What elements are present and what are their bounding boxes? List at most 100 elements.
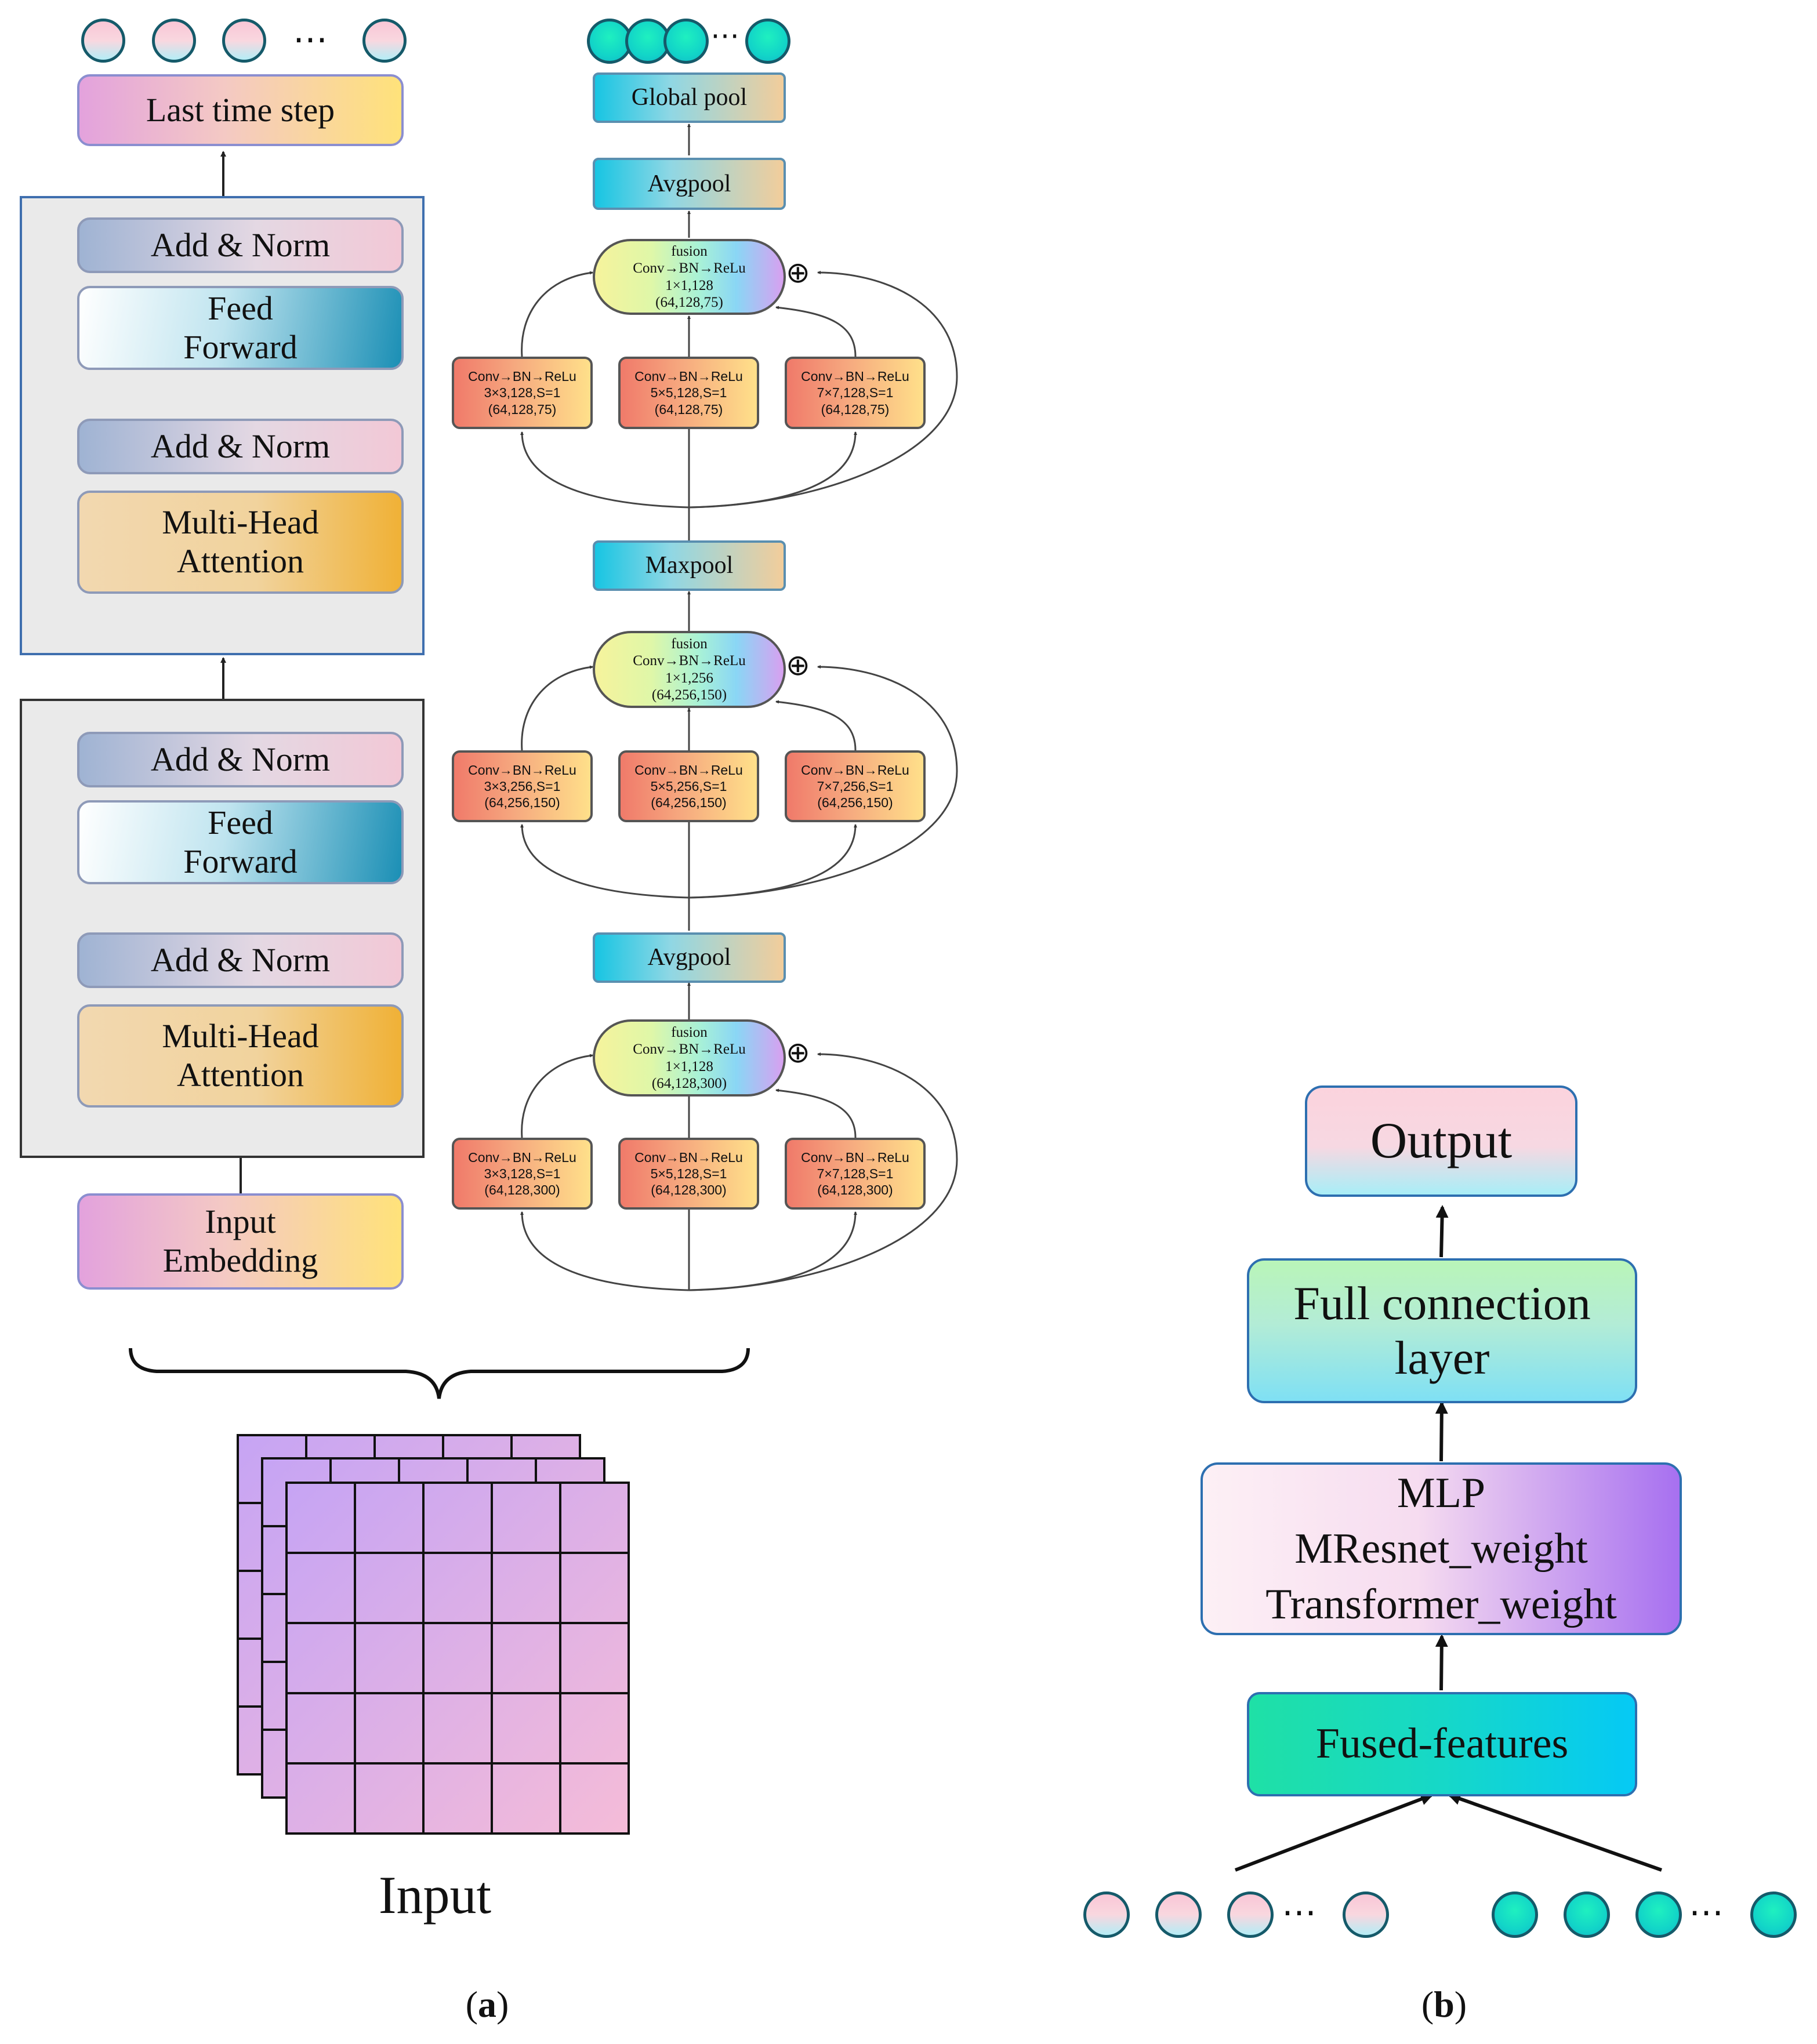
conv-shape: (64,256,150) — [651, 795, 727, 811]
output-node: Output — [1305, 1085, 1577, 1197]
conv-kernel: 3×3,256,S=1 — [484, 778, 561, 794]
caption-a: (a) — [429, 1983, 545, 2026]
residual-add-symbol-3: ⊕ — [786, 1036, 810, 1069]
conv-node-3-5x5: Conv→BN→ReLu 5×5,128,S=1 (64,128,300) — [618, 1138, 759, 1210]
conv-chain: Conv→BN→ReLu — [468, 1149, 576, 1165]
mresnet-feature-circle-1 — [1492, 1891, 1538, 1938]
residual-add-symbol-2: ⊕ — [786, 648, 810, 682]
maxpool-node: Maxpool — [593, 540, 786, 591]
mlp-label: MLP — [1397, 1469, 1486, 1517]
forward-label: Forward — [183, 842, 298, 880]
multi-head-label: Multi-Head — [162, 503, 319, 542]
add-norm-node-upper-2: Add & Norm — [77, 217, 404, 273]
conv-kernel: 7×7,128,S=1 — [817, 385, 894, 401]
mresnet-output-circle-3 — [663, 19, 709, 64]
multi-head-attention-node-lower: Multi-Head Attention — [77, 1004, 404, 1108]
fusion-shape: (64,256,150) — [651, 687, 727, 703]
caption-a-close: ) — [496, 1984, 509, 2025]
fusion-node-3: fusion Conv→BN→ReLu 1×1,128 (64,128,300) — [593, 1019, 786, 1097]
conv-kernel: 7×7,256,S=1 — [817, 778, 894, 794]
feed-label: Feed — [208, 289, 273, 327]
fusion-shape: (64,128,300) — [651, 1076, 727, 1091]
conv-node-3-3x3: Conv→BN→ReLu 3×3,128,S=1 (64,128,300) — [452, 1138, 593, 1210]
add-norm-node-upper-1: Add & Norm — [77, 419, 404, 474]
transformer-feature-circle-n — [1343, 1891, 1389, 1938]
add-norm-node-lower-1: Add & Norm — [77, 932, 404, 988]
caption-b: (b) — [1386, 1983, 1502, 2026]
ellipsis: ⋯ — [1689, 1892, 1724, 1933]
transformer-feature-circle-1 — [1083, 1891, 1130, 1938]
conv-chain: Conv→BN→ReLu — [801, 369, 909, 384]
attention-label: Attention — [176, 1056, 304, 1094]
conv-kernel: 7×7,128,S=1 — [817, 1166, 894, 1181]
fusion-word: fusion — [671, 243, 708, 259]
caption-a-letter: a — [478, 1984, 496, 2025]
conv-kernel: 3×3,128,S=1 — [484, 385, 561, 401]
global-pool-node: Global pool — [593, 72, 786, 123]
mresnet-output-circle-2 — [625, 19, 670, 64]
conv-shape: (64,128,75) — [654, 401, 723, 417]
attention-label: Attention — [176, 542, 304, 580]
fusion-dims: 1×1,256 — [665, 670, 713, 686]
fusion-node-2: fusion Conv→BN→ReLu 1×1,256 (64,256,150) — [593, 631, 786, 708]
fused-features-node: Fused-features — [1247, 1692, 1637, 1796]
ellipsis: ⋯ — [293, 19, 328, 60]
ellipsis: ⋯ — [710, 19, 739, 52]
ellipsis: ⋯ — [1282, 1892, 1316, 1933]
mresnet-feature-circle-2 — [1564, 1891, 1610, 1938]
conv-chain: Conv→BN→ReLu — [634, 762, 743, 778]
conv-node-3-7x7: Conv→BN→ReLu 7×7,128,S=1 (64,128,300) — [785, 1138, 926, 1210]
curly-brace — [129, 1348, 750, 1399]
transformer-feature-circle-2 — [1155, 1891, 1202, 1938]
caption-b-close: ) — [1454, 1984, 1467, 2025]
conv-chain: Conv→BN→ReLu — [634, 1149, 743, 1165]
embedding-label: Embedding — [162, 1241, 318, 1279]
conv-node-2-5x5: Conv→BN→ReLu 5×5,256,S=1 (64,256,150) — [618, 750, 759, 822]
conv-shape: (64,128,300) — [651, 1182, 727, 1198]
input-tensor-stack — [237, 1434, 630, 1835]
forward-label: Forward — [183, 328, 298, 366]
fusion-chain: Conv→BN→ReLu — [633, 260, 746, 276]
feed-label: Feed — [208, 803, 273, 841]
conv-shape: (64,128,75) — [488, 401, 557, 417]
fusion-shape: (64,128,75) — [655, 295, 723, 310]
conv-chain: Conv→BN→ReLu — [468, 369, 576, 384]
transformer-weight-label: Transformer_weight — [1265, 1581, 1617, 1629]
fc-label-line1: Full connection — [1293, 1276, 1591, 1330]
mresnet-feature-circle-n — [1750, 1891, 1797, 1938]
mresnet-output-circle-n — [745, 19, 790, 64]
avgpool-node-top: Avgpool — [593, 158, 786, 210]
input-grid-front — [285, 1482, 630, 1835]
conv-chain: Conv→BN→ReLu — [634, 369, 743, 384]
feed-forward-node-lower: Feed Forward — [77, 800, 404, 884]
fc-label-line2: layer — [1394, 1331, 1490, 1384]
conv-node-2-3x3: Conv→BN→ReLu 3×3,256,S=1 (64,256,150) — [452, 750, 593, 822]
multi-head-attention-node-upper: Multi-Head Attention — [77, 491, 404, 594]
fusion-word: fusion — [671, 636, 708, 652]
caption-a-open: ( — [465, 1984, 478, 2025]
conv-kernel: 5×5,128,S=1 — [650, 385, 727, 401]
conv-node-2-7x7: Conv→BN→ReLu 7×7,256,S=1 (64,256,150) — [785, 750, 926, 822]
input-grid-back — [237, 1434, 581, 1776]
mresnet-feature-circle-3 — [1635, 1891, 1682, 1938]
transformer-output-circle-3 — [222, 19, 266, 63]
avgpool-node-middle: Avgpool — [593, 932, 786, 983]
conv-chain: Conv→BN→ReLu — [801, 762, 909, 778]
transformer-output-circle-n — [362, 19, 407, 63]
conv-shape: (64,128,75) — [821, 401, 890, 417]
transformer-output-circle-1 — [81, 19, 125, 63]
input-label: Input — [205, 1203, 276, 1241]
conv-chain: Conv→BN→ReLu — [468, 762, 576, 778]
transformer-feature-circle-3 — [1227, 1891, 1274, 1938]
conv-kernel: 5×5,128,S=1 — [650, 1166, 727, 1181]
conv-kernel: 5×5,256,S=1 — [650, 778, 727, 794]
caption-b-letter: b — [1434, 1984, 1455, 2025]
conv-node-1-3x3: Conv→BN→ReLu 3×3,128,S=1 (64,128,75) — [452, 357, 593, 429]
fusion-dims: 1×1,128 — [665, 277, 713, 293]
input-embedding-node: Input Embedding — [77, 1193, 404, 1290]
transformer-output-circle-2 — [152, 19, 196, 63]
caption-b-open: ( — [1421, 1984, 1434, 2025]
feed-forward-node-upper: Feed Forward — [77, 286, 404, 370]
input-grid-middle — [261, 1457, 605, 1799]
mlp-weighting-node: MLP MResnet_weight Transformer_weight — [1201, 1462, 1682, 1635]
